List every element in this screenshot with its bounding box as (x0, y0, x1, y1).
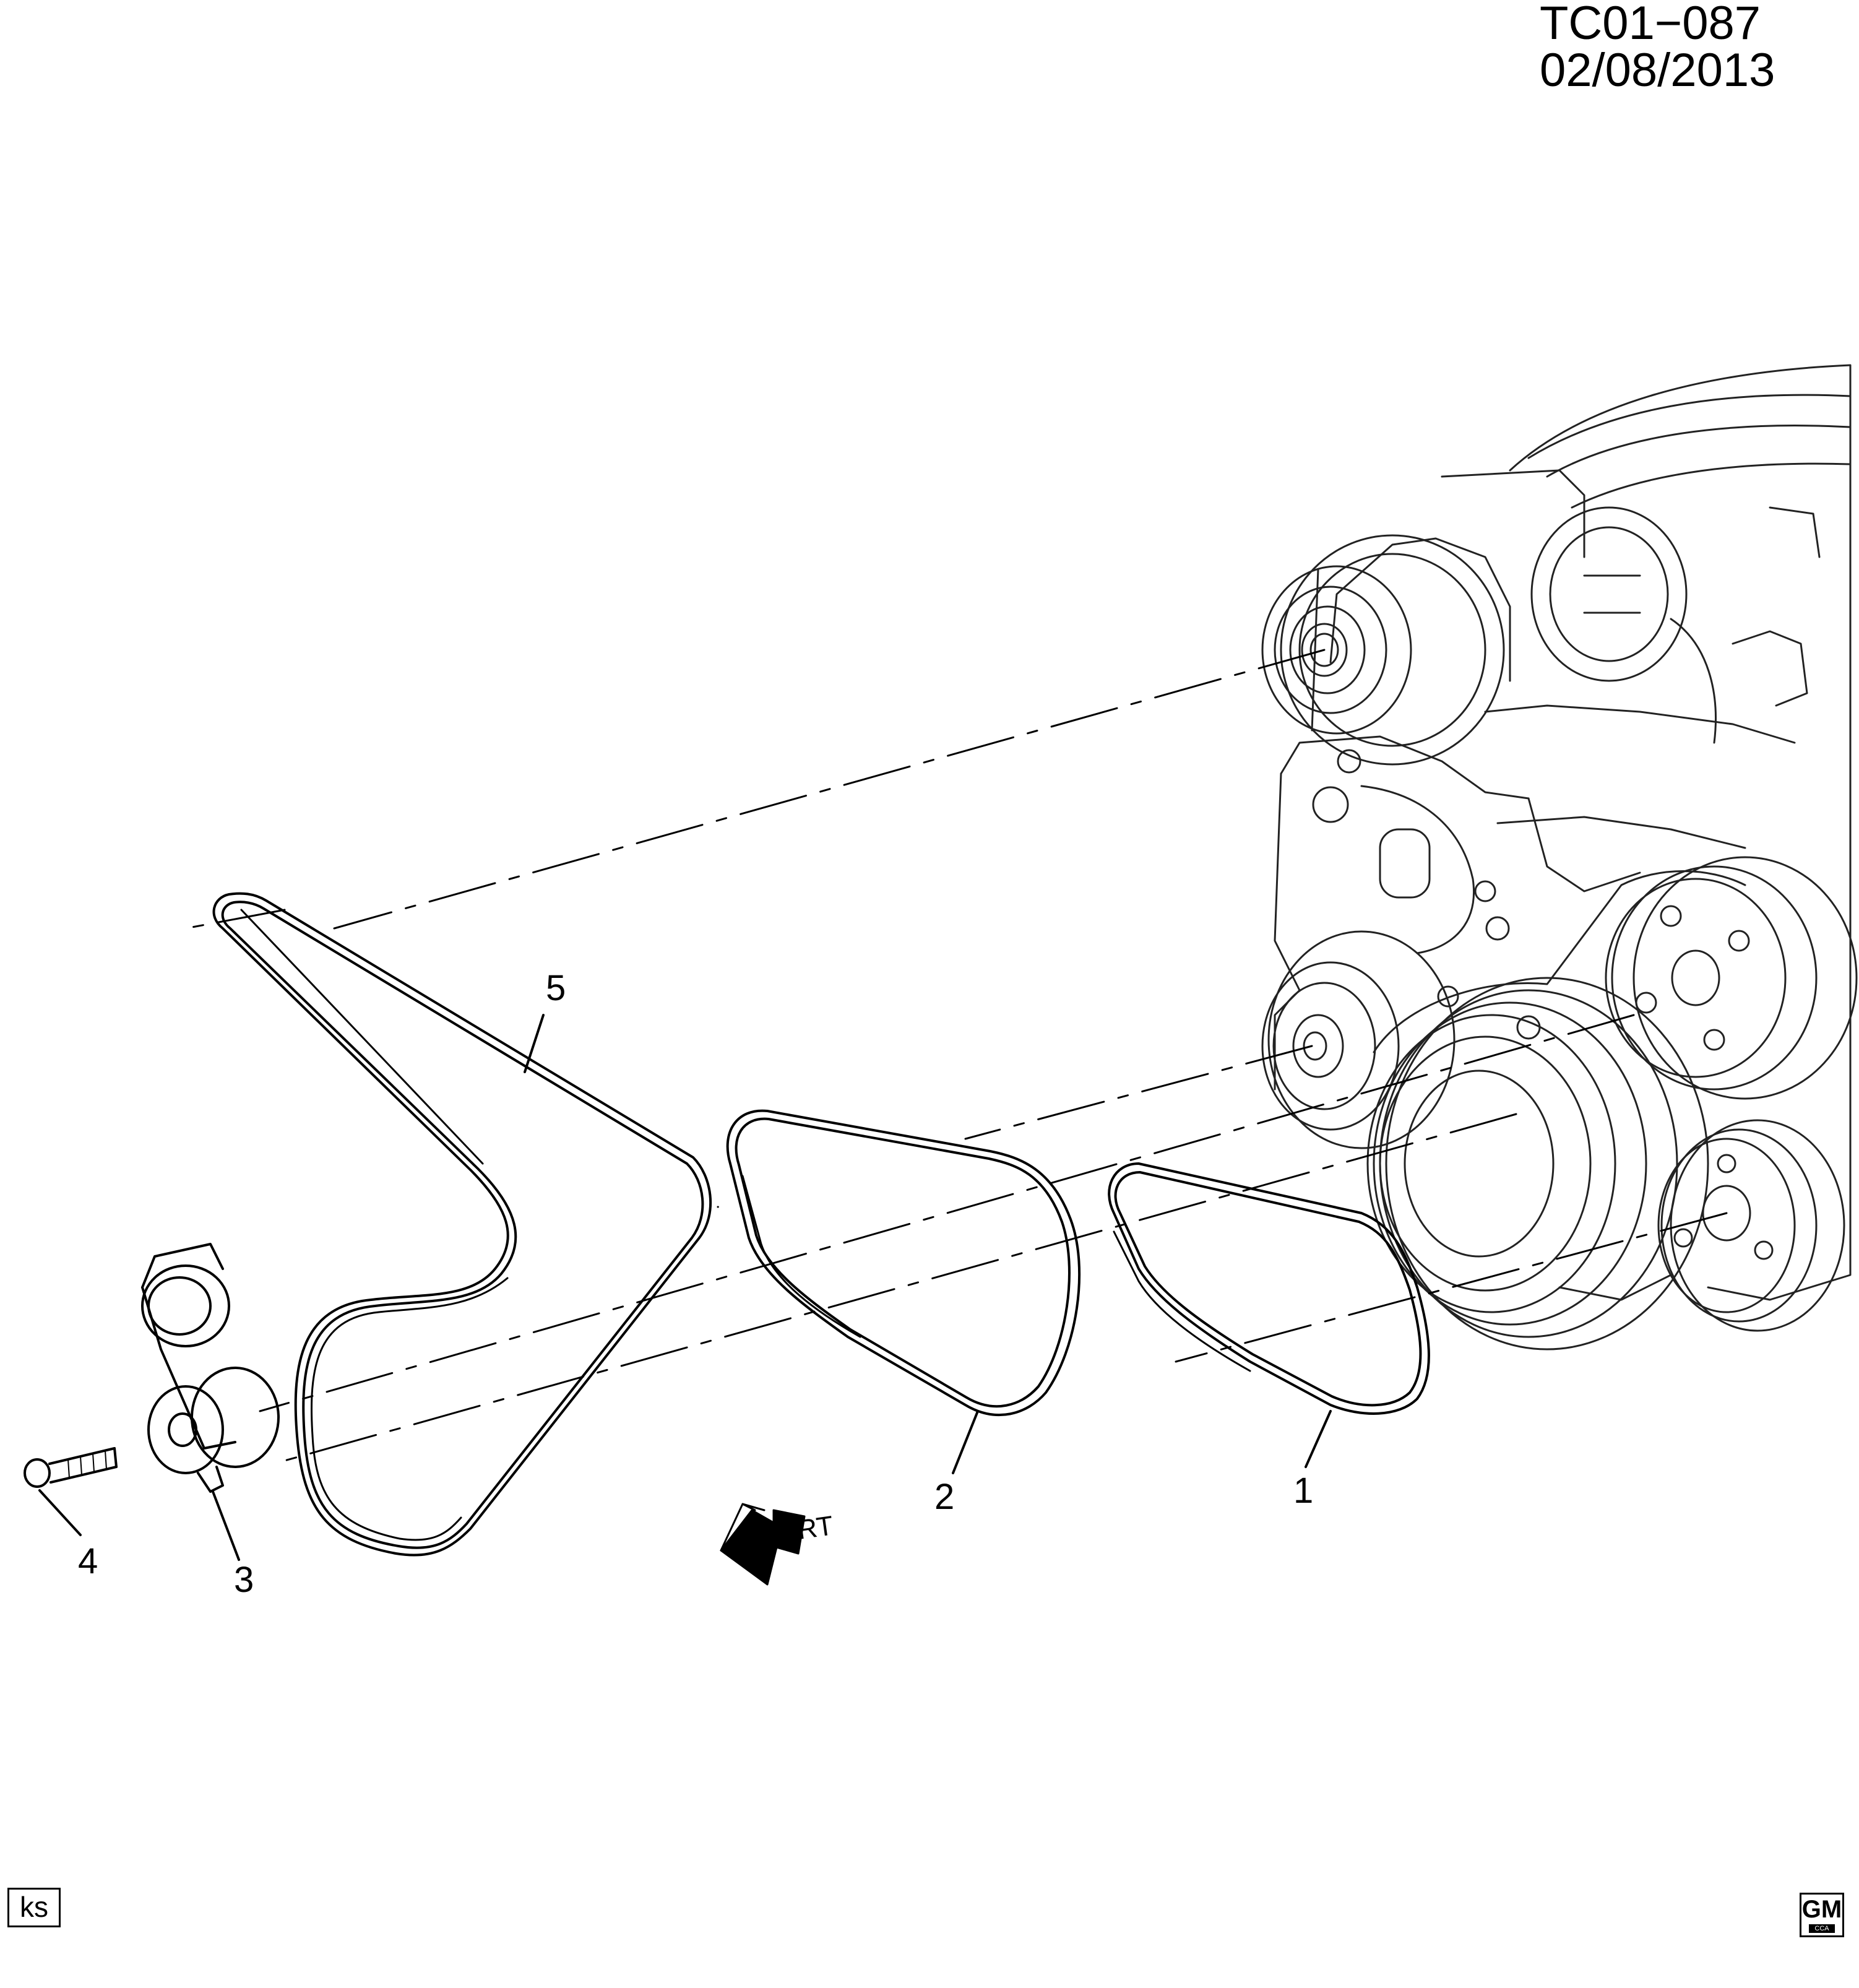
belt-5-serpentine (212, 892, 712, 1557)
crankshaft-balancer (1366, 977, 1709, 1351)
leader-2 (952, 1410, 979, 1474)
gm-logo: GM CCA (1800, 1893, 1844, 1937)
ac-compressor (1261, 930, 1456, 1149)
illustrator-initials: ks (7, 1888, 61, 1927)
callout-5: 5 (546, 968, 566, 1008)
callout-4: 4 (78, 1541, 98, 1581)
leader-5 (524, 1014, 545, 1073)
leader-1 (1305, 1410, 1332, 1468)
gm-logo-text: GM (1801, 1896, 1842, 1923)
water-pump-pulley (1657, 1119, 1845, 1332)
alignment-lines (184, 649, 1728, 1462)
ref-code: TC01−087 (1540, 0, 1761, 50)
belt-1-water-pump (1108, 1162, 1430, 1415)
callout-2: 2 (934, 1477, 955, 1517)
engine-assembly (1274, 364, 1852, 1301)
callout-3: 3 (234, 1560, 254, 1600)
callout-1: 1 (1293, 1471, 1314, 1511)
diagram-reference-code: TC01−087 02/08/2013 (1540, 0, 1859, 94)
bolt (24, 1447, 118, 1488)
power-steering-pulley (1605, 856, 1858, 1100)
belt-tensioner (141, 1243, 280, 1493)
alternator (1261, 534, 1505, 766)
leader-3 (212, 1490, 240, 1561)
front-arrow-icon (720, 1503, 806, 1586)
ref-date: 02/08/2013 (1540, 44, 1775, 97)
gm-logo-subtext: CCA (1809, 1924, 1835, 1933)
leader-lines (38, 1014, 1332, 1561)
leader-4 (38, 1489, 82, 1536)
belt-2-ac (726, 1109, 1081, 1417)
